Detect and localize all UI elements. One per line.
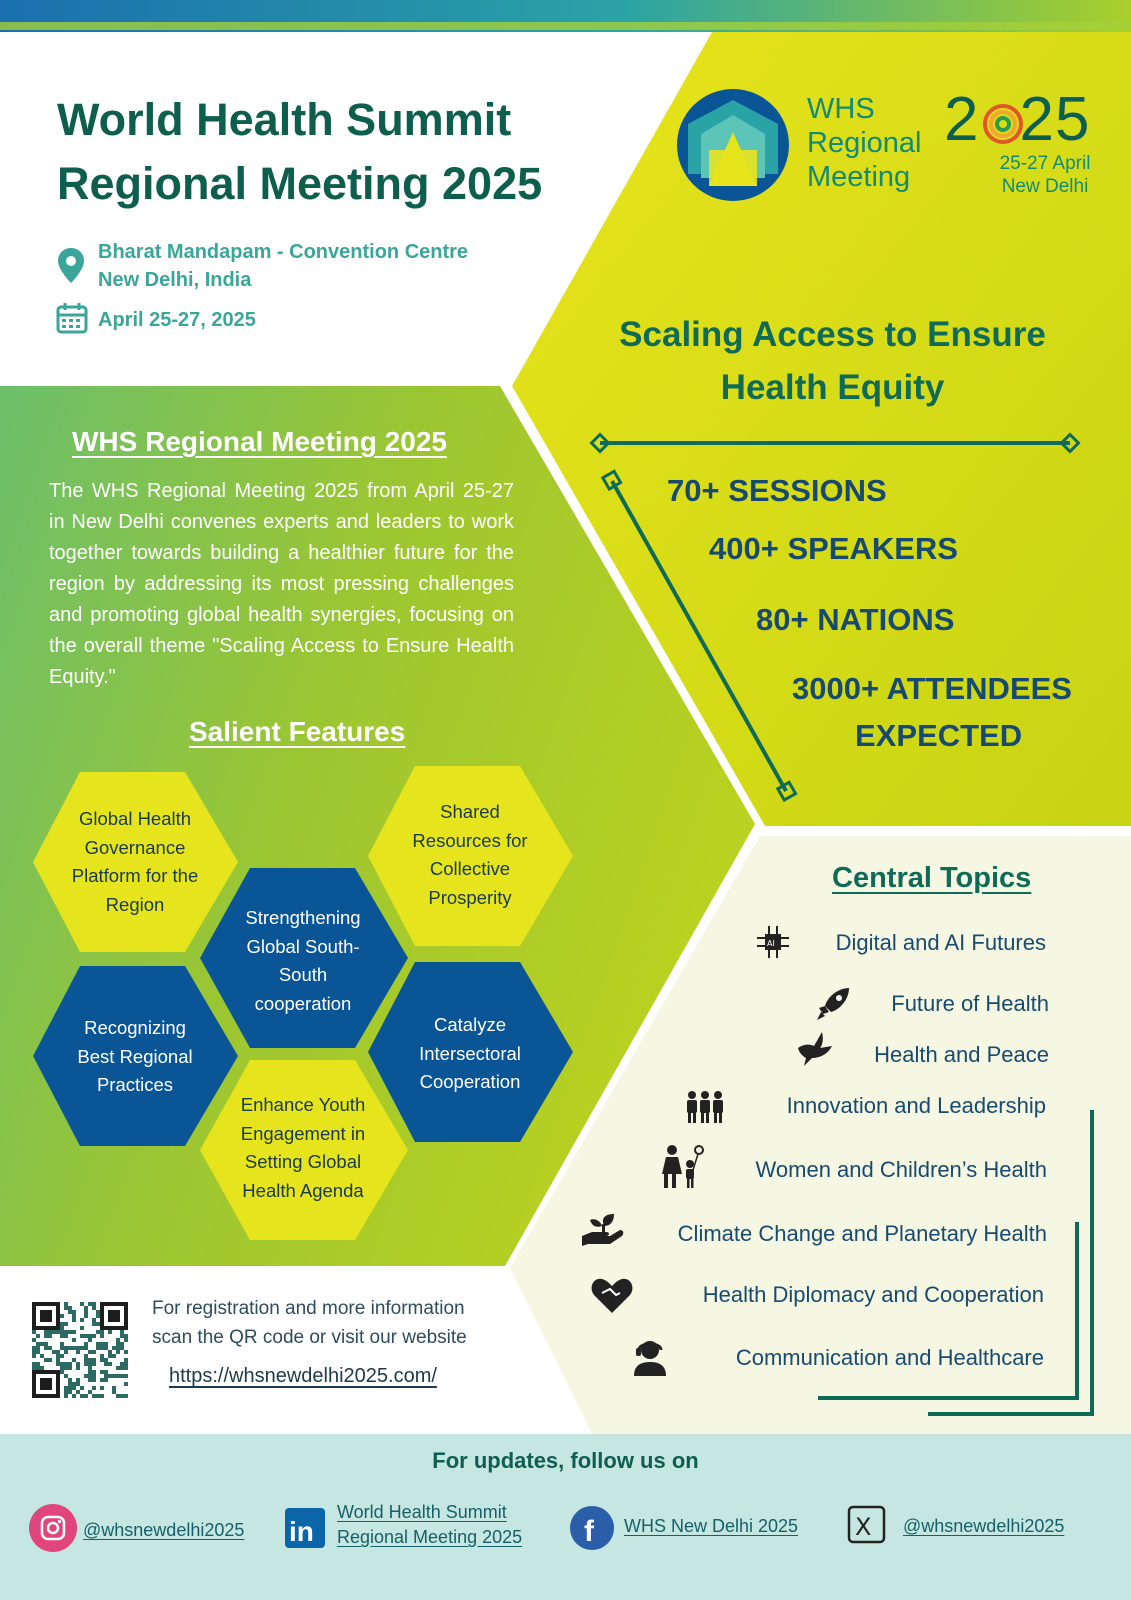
topic-item: Innovation and Leadership	[786, 1093, 1046, 1118]
feature-intersectoral: Catalyze Intersectoral Cooperation	[380, 1011, 560, 1097]
instagram-icon	[29, 1504, 77, 1552]
logo-line: WHS	[807, 93, 875, 125]
linkedin-link[interactable]: World Health Summit Regional Meeting 202…	[337, 1500, 522, 1550]
title-line: Regional Meeting 2025	[57, 158, 543, 209]
registration-info: For registration and more information sc…	[152, 1294, 512, 1352]
svg-text:f: f	[584, 1515, 595, 1548]
feature-line: South	[278, 964, 328, 985]
feature-line: Engagement in	[240, 1122, 366, 1144]
feature-line: Platform for the	[71, 865, 199, 886]
feature-line: Resources for	[412, 829, 528, 851]
stat-expected: EXPECTED	[855, 718, 1023, 753]
feature-line: Region	[105, 893, 165, 915]
headset-agent-icon	[634, 1341, 666, 1376]
theme-line: Scaling Access to Ensure	[619, 315, 1046, 354]
title-line: World Health Summit	[57, 94, 512, 145]
x-icon: X	[847, 1505, 886, 1544]
about-text: The WHS Regional Meeting 2025 from April…	[49, 480, 514, 688]
feature-line: Strengthening	[245, 907, 361, 928]
plant-hand-icon	[582, 1214, 624, 1246]
instagram-link[interactable]: @whsnewdelhi2025	[83, 1520, 245, 1540]
calendar-icon	[56, 303, 88, 334]
heart-handshake-icon	[591, 1278, 633, 1313]
year-logo: 2 25	[944, 88, 1090, 152]
feature-line: Catalyze	[434, 1014, 506, 1035]
logo-subtitle: 25-27 April New Delhi	[985, 152, 1105, 198]
topic-item: Health and Peace	[874, 1042, 1049, 1067]
stat-speakers: 400+ SPEAKERS	[709, 531, 958, 566]
stat-sessions: 70+ SESSIONS	[667, 473, 887, 508]
registration-line: For registration and more information	[152, 1298, 465, 1319]
feature-line: Best Regional	[77, 1045, 193, 1067]
features-heading: Salient Features	[189, 716, 406, 747]
logo-line: Meeting	[807, 161, 911, 193]
logo-city: New Delhi	[1001, 176, 1089, 197]
mother-child-icon	[662, 1145, 704, 1188]
svg-text:AI: AI	[767, 939, 775, 948]
people-group-icon	[687, 1091, 723, 1123]
feature-south-south: Strengthening Global South- South cooper…	[213, 904, 393, 1018]
year-digits: 25	[1019, 85, 1091, 154]
feature-shared-resources: Shared Resources for Collective Prosperi…	[380, 798, 560, 912]
feature-line: Governance	[84, 836, 186, 858]
topic-item: Digital and AI Futures	[835, 930, 1046, 955]
theme-heading: Scaling Access to Ensure Health Equity	[560, 308, 1105, 414]
year-digit: 2	[944, 85, 980, 154]
topic-item: Climate Change and Planetary Health	[677, 1221, 1047, 1246]
feature-line: Shared	[440, 801, 500, 822]
page-title: World Health Summit Regional Meeting 202…	[57, 88, 617, 216]
svg-text:in: in	[289, 1516, 314, 1547]
theme-line: Health Equity	[720, 368, 945, 407]
feature-line: Cooperation	[419, 1071, 521, 1092]
stat-attendees: 3000+ ATTENDEES	[792, 671, 1072, 706]
event-dates: April 25-27, 2025	[98, 309, 256, 331]
topic-item: Women and Children’s Health	[755, 1157, 1047, 1182]
venue-line: New Delhi, India	[98, 269, 252, 291]
logo-date: 25-27 April	[999, 153, 1091, 174]
linkedin-line: Regional Meeting 2025	[337, 1527, 523, 1547]
topic-item: Health Diplomacy and Cooperation	[702, 1282, 1044, 1307]
feature-line: Collective	[429, 858, 511, 879]
topics-heading: Central Topics	[832, 862, 1032, 894]
feature-line: Prosperity	[428, 886, 512, 908]
feature-line: Global Health	[78, 808, 192, 829]
logo-line: Regional	[807, 127, 922, 159]
feature-line: Global South-	[246, 935, 360, 957]
venue-line: Bharat Mandapam - Convention Centre	[98, 241, 469, 263]
venue: Bharat Mandapam - Convention Centre New …	[98, 238, 468, 294]
registration-line: scan the QR code or visit our website	[152, 1327, 467, 1348]
whs-logo-icon	[677, 89, 789, 201]
svg-text:X: X	[855, 1513, 871, 1541]
stat-nations: 80+ NATIONS	[756, 602, 955, 637]
feature-best-practices: Recognizing Best Regional Practices	[45, 1014, 225, 1100]
topic-item: Communication and Healthcare	[735, 1345, 1044, 1370]
ai-chip-icon: AI	[757, 926, 789, 958]
feature-line: Enhance Youth	[240, 1094, 366, 1115]
topic-item: Future of Health	[891, 991, 1049, 1016]
feature-line: cooperation	[254, 992, 352, 1014]
year-ornament-icon	[983, 104, 1023, 144]
about-heading: WHS Regional Meeting 2025	[72, 426, 447, 457]
linkedin-icon: in	[285, 1508, 325, 1548]
website-link[interactable]: https://whsnewdelhi2025.com/	[169, 1365, 437, 1387]
qr-code	[30, 1300, 130, 1400]
dove-icon	[798, 1032, 832, 1066]
feature-line: Setting Global	[244, 1151, 362, 1172]
feature-line: Recognizing	[84, 1017, 186, 1038]
feature-line: Health Agenda	[242, 1179, 364, 1201]
linkedin-line: World Health Summit	[337, 1502, 507, 1522]
rocket-icon	[817, 988, 849, 1020]
whs-logo-text: WHS Regional Meeting	[807, 92, 921, 194]
feature-youth: Enhance Youth Engagement in Setting Glob…	[213, 1091, 393, 1205]
facebook-icon: f	[570, 1506, 614, 1550]
location-pin-icon	[58, 248, 84, 283]
x-link[interactable]: @whsnewdelhi2025	[903, 1516, 1065, 1536]
feature-governance: Global Health Governance Platform for th…	[45, 805, 225, 919]
feature-line: Intersectoral	[419, 1042, 521, 1064]
facebook-link[interactable]: WHS New Delhi 2025	[624, 1516, 799, 1536]
follow-heading: For updates, follow us on	[432, 1448, 699, 1473]
feature-line: Practices	[96, 1074, 174, 1095]
